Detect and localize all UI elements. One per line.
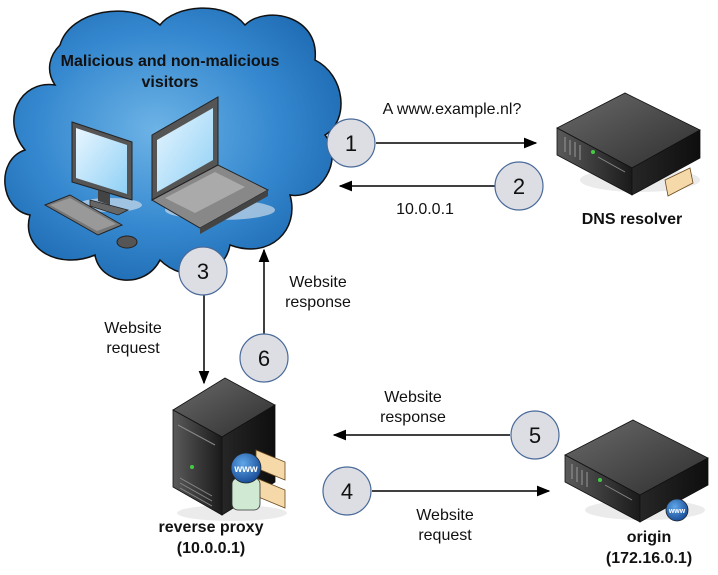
- step-5-label-line2: response: [380, 409, 446, 426]
- origin-label: origin: [627, 529, 671, 546]
- dns-resolver-label: DNS resolver: [582, 211, 683, 228]
- reverse-proxy-label: reverse proxy: [159, 519, 264, 536]
- step-4-label-line1: Website: [416, 507, 474, 524]
- step-badge-5: 5: [510, 410, 560, 460]
- step-badge-2: 2: [494, 161, 544, 211]
- step-badge-6: 6: [239, 333, 289, 383]
- step-1-label: A www.example.nl?: [383, 101, 522, 118]
- step-6-label-line1: Website: [289, 274, 347, 291]
- svg-text:www: www: [668, 508, 686, 515]
- svg-text:5: 5: [529, 423, 541, 448]
- step-badge-3: 3: [178, 246, 228, 296]
- reverse-proxy-server-icon: www: [172, 377, 287, 521]
- svg-text:6: 6: [258, 346, 270, 371]
- step-6-label-line2: response: [285, 294, 351, 311]
- origin-ip: (172.16.0.1): [606, 550, 692, 567]
- www-globe-icon: [665, 498, 689, 522]
- step-2-label: 10.0.0.1: [396, 201, 454, 218]
- cloud-title-line2: visitors: [142, 74, 199, 91]
- desktop-computer-icon: [43, 121, 142, 249]
- envelope-icon: [664, 167, 694, 197]
- origin-server-icon: www: [564, 419, 709, 523]
- laptop-icon: [150, 96, 275, 234]
- svg-text:2: 2: [513, 174, 525, 199]
- step-badge-4: 4: [322, 466, 372, 516]
- svg-text:1: 1: [345, 131, 357, 156]
- svg-text:4: 4: [341, 479, 353, 504]
- www-globe-icon: [230, 452, 262, 484]
- cloud-title-line1: Malicious and non-malicious: [61, 53, 280, 70]
- dns-resolver-server-icon: [556, 92, 701, 197]
- step-3-label-line2: request: [106, 340, 160, 357]
- step-badge-1: 1: [326, 118, 376, 168]
- reverse-proxy-ip: (10.0.0.1): [177, 540, 245, 557]
- step-5-label-line1: Website: [384, 389, 442, 406]
- step-3-label-line1: Website: [104, 320, 162, 337]
- step-4-label-line2: request: [418, 527, 472, 544]
- svg-text:www: www: [233, 464, 258, 475]
- svg-text:3: 3: [197, 259, 209, 284]
